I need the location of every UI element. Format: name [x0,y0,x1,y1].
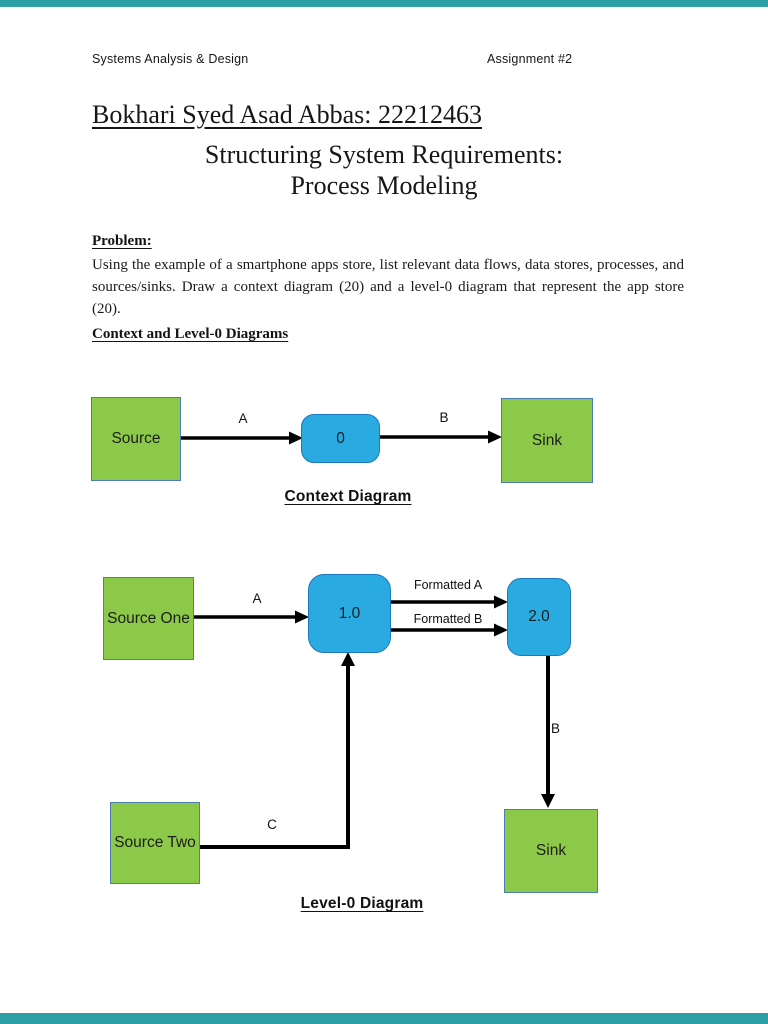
subtitle-line-2: Process Modeling [290,171,478,200]
context-flow-b-label: B [439,410,449,425]
level0-diagram-caption: Level-0 Diagram [300,895,424,912]
level0-formatted-a-label: Formatted A [413,578,483,592]
context-flow-a-label: A [238,411,248,426]
level0-formatted-b-arrowhead-icon [494,623,508,637]
viewer-top-bar [0,0,768,7]
context-process-0-box: 0 [301,414,380,463]
level0-flow-b-arrowhead-icon [541,794,555,808]
level0-flow-a-arrowhead-icon [295,610,309,624]
level0-process-2-box: 2.0 [507,578,571,656]
level0-sink-box: Sink [504,809,598,893]
viewer-bottom-bar [0,1013,768,1024]
header-assignment-number: Assignment #2 [487,52,573,66]
level0-flow-c-arrowhead-icon [341,652,355,666]
level0-flow-a-label: A [252,591,262,606]
subtitle-line-1: Structuring System Requirements: [204,140,564,169]
page-title: Bokhari Syed Asad Abbas: 22212463 [92,100,482,129]
context-flow-a-arrowhead-icon [289,431,303,445]
context-sink-box: Sink [501,398,593,483]
header-course-name: Systems Analysis & Design [92,52,249,66]
document-subtitle: Structuring System Requirements: Process… [0,139,768,201]
level0-flow-b-label: B [551,721,561,736]
level0-source-one-box: Source One [103,577,194,660]
level0-formatted-a-arrowhead-icon [494,595,508,609]
context-flow-b-arrowhead-icon [488,430,502,444]
section-heading: Context and Level-0 Diagrams [92,326,289,342]
problem-heading: Problem: [92,233,152,249]
level0-process-1-box: 1.0 [308,574,391,653]
level0-flow-c-line [198,664,350,849]
context-diagram-caption: Context Diagram [284,488,412,505]
level0-formatted-b-label: Formatted B [413,612,483,626]
problem-text: Using the example of a smartphone apps s… [92,257,684,317]
level0-source-two-box: Source Two [110,802,200,884]
context-source-box: Source [91,397,181,481]
level0-flow-c-label: C [267,817,277,832]
